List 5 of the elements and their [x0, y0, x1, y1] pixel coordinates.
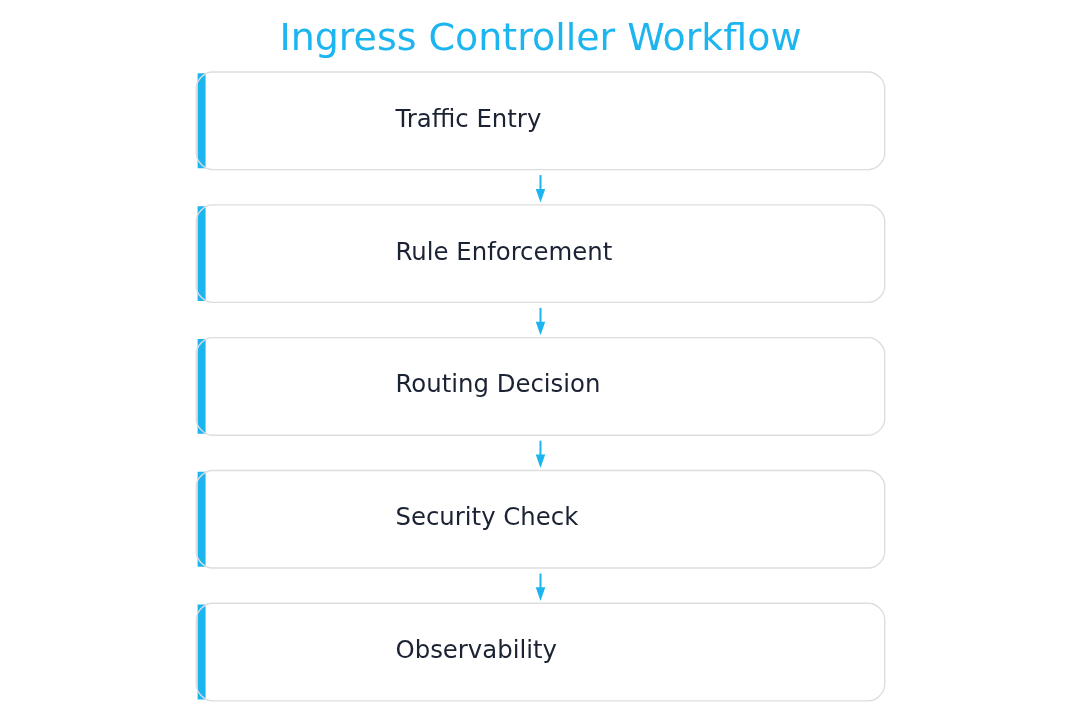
diagram-title: Ingress Controller Workflow [279, 14, 801, 59]
arrow [535, 440, 545, 469]
arrow [535, 175, 545, 203]
arrow [535, 307, 545, 336]
arrow [535, 573, 545, 601]
